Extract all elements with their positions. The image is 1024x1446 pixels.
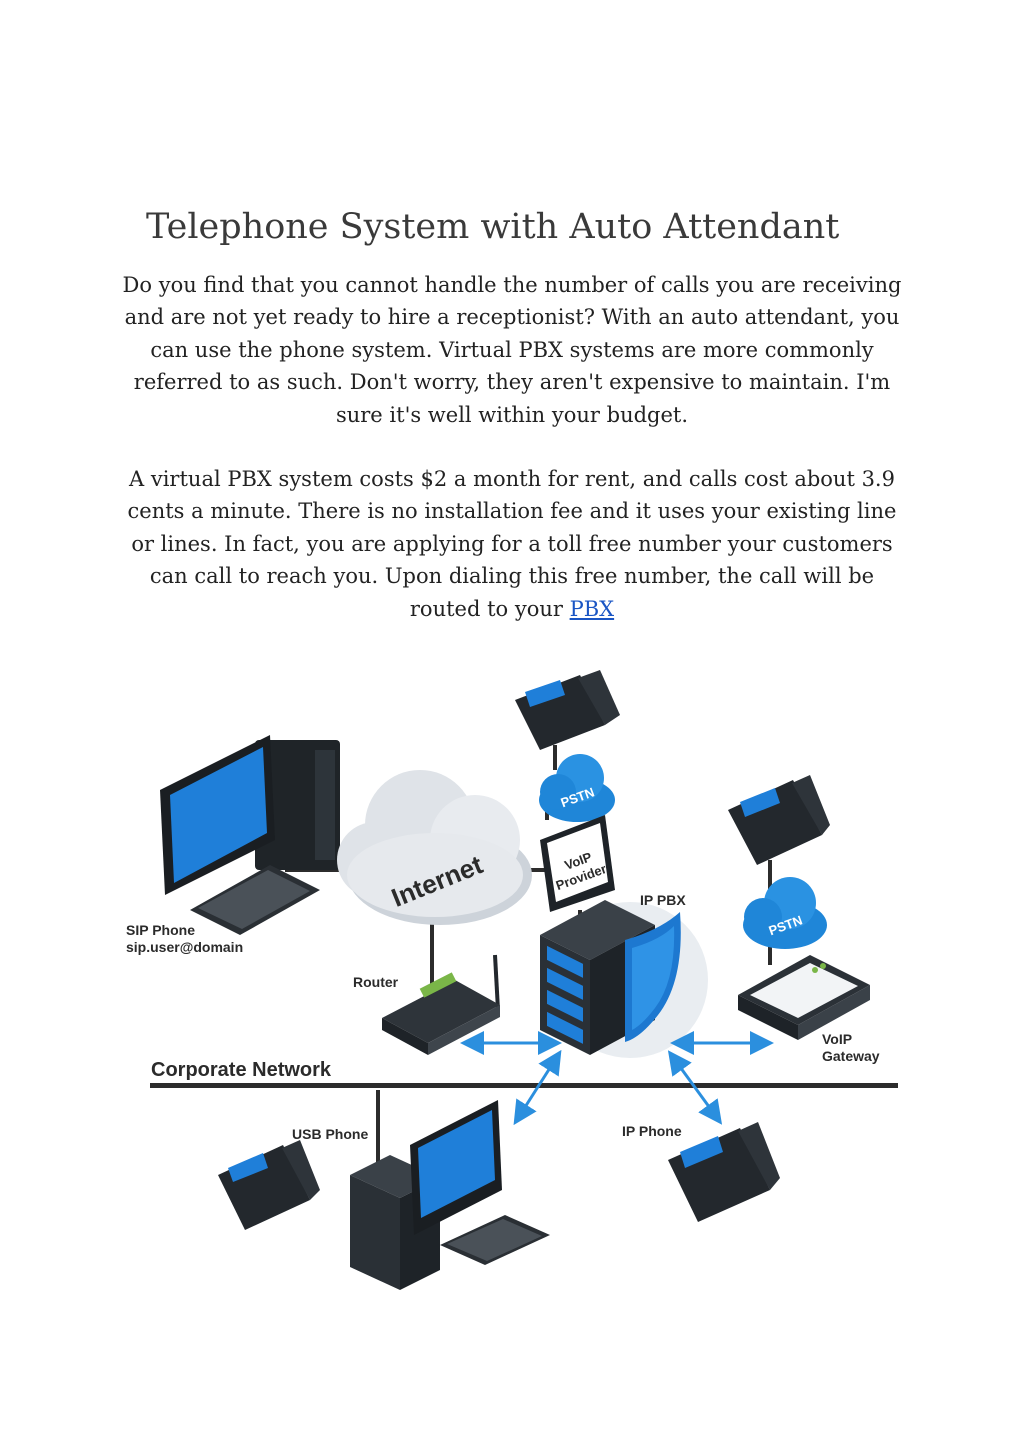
desktop-computer-icon — [350, 1100, 550, 1290]
voip-provider: VoIP Provider — [540, 815, 615, 912]
desk-phone-icon — [668, 1122, 780, 1222]
usb-phone-label: USB Phone — [292, 1126, 368, 1142]
connection-arrows — [460, 1031, 774, 1126]
internet-cloud: Internet — [337, 770, 532, 925]
right-desk-phone — [728, 775, 830, 865]
page-title: Telephone System with Auto Attendant — [146, 207, 840, 247]
cloud-icon — [337, 770, 532, 925]
desk-phone-icon — [728, 775, 830, 865]
pstn-top-cloud: PSTN — [539, 754, 615, 822]
pricing-paragraph: A virtual PBX system costs $2 a month fo… — [122, 463, 902, 625]
ip-phone-label: IP Phone — [622, 1123, 682, 1139]
sip-phone-computer: SIP Phone sip.user@domain — [126, 735, 340, 955]
top-desk-phone — [515, 670, 620, 750]
usb-phone-workstation: USB Phone — [218, 1100, 550, 1290]
desk-phone-icon — [515, 670, 620, 750]
corporate-network-bar — [150, 1083, 898, 1088]
voip-gateway-label-2: Gateway — [822, 1048, 880, 1064]
router-icon — [382, 954, 500, 1055]
intro-paragraph: Do you find that you cannot handle the n… — [122, 273, 902, 427]
desk-phone-icon — [218, 1140, 320, 1230]
ip-pbx-label: IP PBX — [640, 892, 686, 908]
desktop-computer-icon — [160, 735, 340, 935]
voip-gateway-label-1: VoIP — [822, 1031, 852, 1047]
network-diagram: Corporate Network SIP Phone sip.user@dom… — [126, 670, 898, 1290]
ip-pbx: IP PBX — [540, 892, 708, 1058]
sip-address-label: sip.user@domain — [126, 939, 243, 955]
voip-gateway: VoIP Gateway — [738, 955, 880, 1064]
pbx-link[interactable]: PBX — [569, 596, 615, 621]
cloud-icon — [743, 877, 827, 949]
cloud-icon — [539, 754, 615, 822]
sip-phone-label: SIP Phone — [126, 922, 195, 938]
pricing-paragraph-text: A virtual PBX system costs $2 a month fo… — [127, 467, 897, 621]
router: Router — [353, 954, 500, 1055]
ip-phone: IP Phone — [622, 1122, 780, 1222]
gateway-icon — [738, 955, 870, 1040]
pstn-right-cloud: PSTN — [743, 877, 827, 949]
router-label: Router — [353, 974, 399, 990]
corporate-network-label: Corporate Network — [151, 1059, 332, 1081]
shield-icon — [625, 912, 681, 1042]
